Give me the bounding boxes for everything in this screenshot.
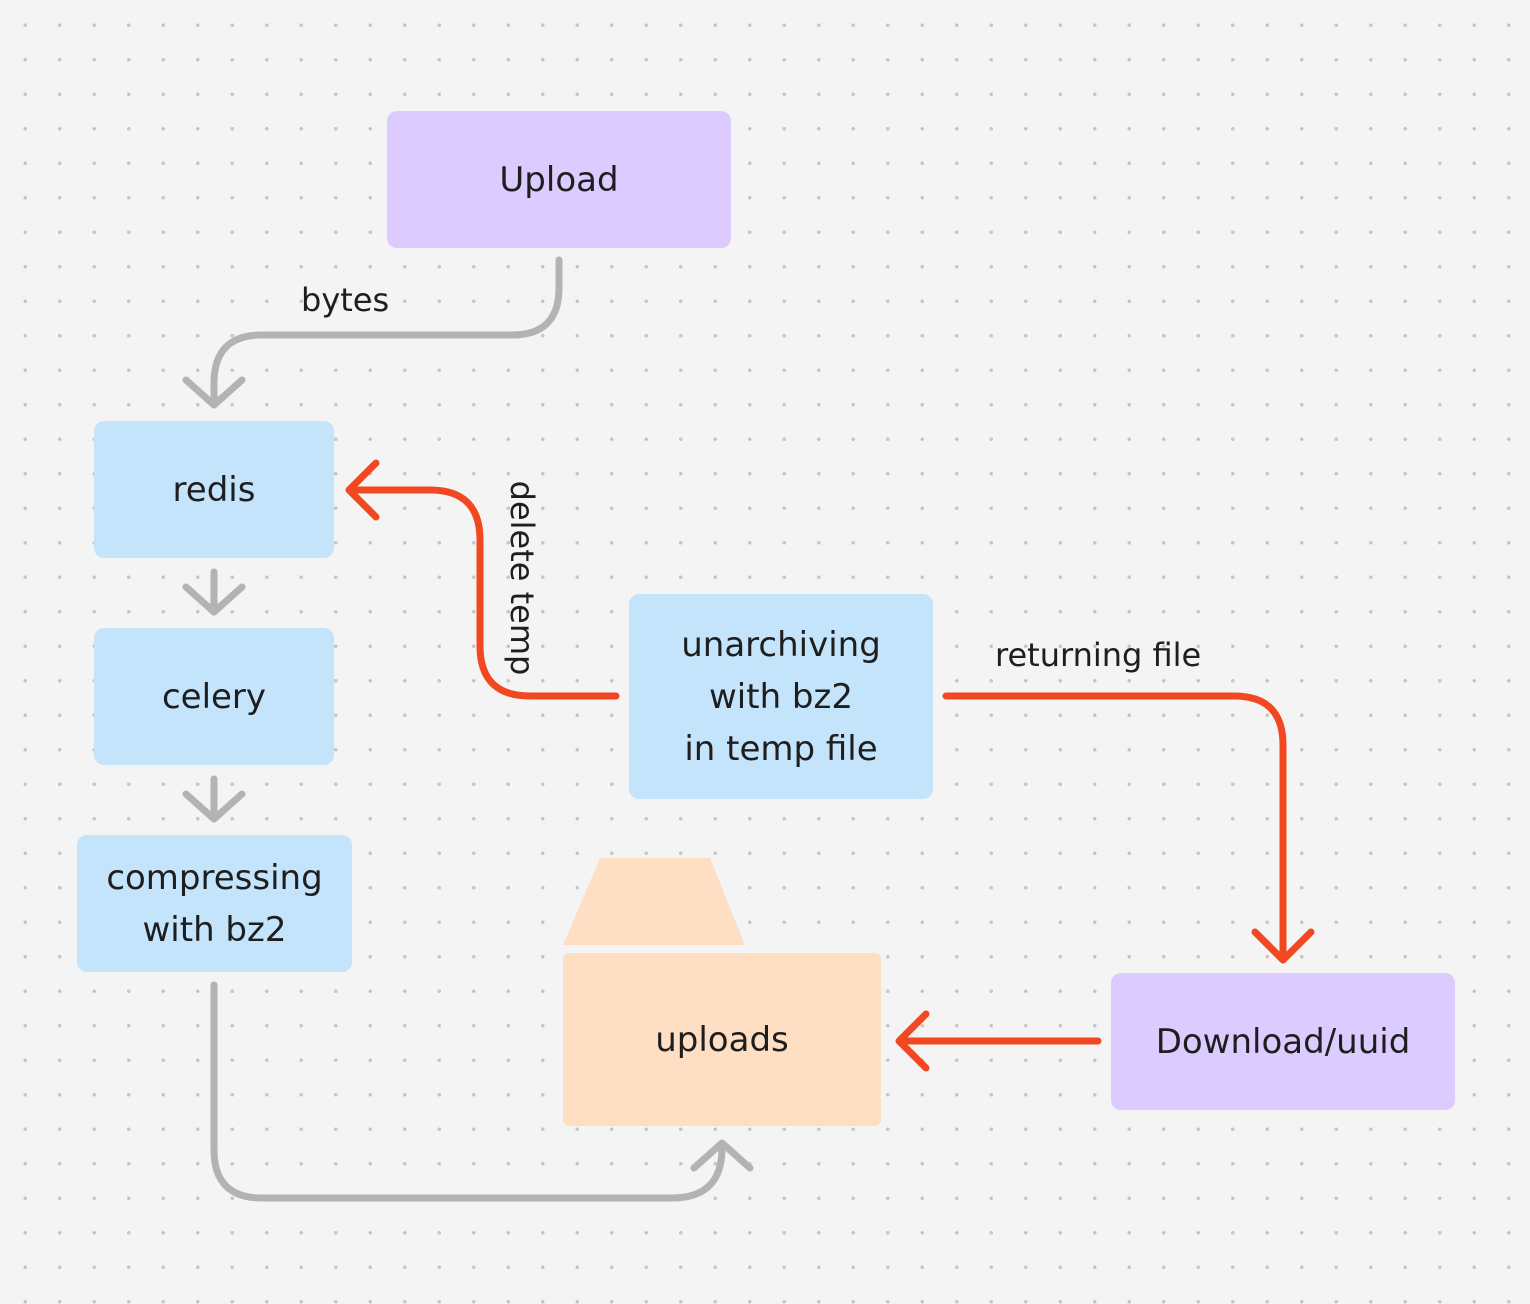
edge-label-returning-file: returning file: [995, 636, 1202, 674]
unarchiving-label-line-3: in temp file: [684, 728, 878, 769]
arrowhead-redis: [182, 376, 246, 409]
uploads-label: uploads: [655, 1019, 789, 1060]
download-label: Download/uuid: [1155, 1021, 1411, 1062]
unarchiving-label-line-1: unarchiving: [681, 624, 881, 665]
unarchiving-node[interactable]: unarchiving with bz2 in temp file: [629, 594, 933, 799]
upload-label: Upload: [499, 159, 619, 200]
arrow-unarchiving-to-redis: [346, 486, 620, 700]
arrowhead-uploads: [690, 1139, 754, 1172]
uploads-folder-node[interactable]: uploads: [563, 953, 881, 1126]
redis-label: redis: [172, 469, 256, 510]
folder-tab: [563, 858, 745, 945]
arrowhead-celery: [182, 583, 246, 616]
arrowhead-compressing: [182, 790, 246, 823]
arrowhead-download: [1251, 928, 1315, 964]
compressing-label-line-1: compressing: [106, 857, 323, 898]
unarchiving-label-line-2: with bz2: [708, 676, 853, 717]
edge-label-delete-temp: delete temp: [503, 480, 541, 676]
celery-node[interactable]: celery: [94, 628, 334, 765]
celery-label: celery: [161, 676, 267, 717]
edge-label-bytes: bytes: [301, 281, 390, 319]
arrow-unarchiving-to-download: [942, 692, 1287, 962]
upload-node[interactable]: Upload: [387, 111, 731, 248]
arrow-upload-to-redis: [210, 256, 563, 409]
compressing-label-line-2: with bz2: [142, 909, 287, 950]
arrowhead-redis-red: [345, 459, 380, 521]
arrowhead-uploads-red: [895, 1010, 930, 1072]
compressing-node[interactable]: compressing with bz2: [77, 835, 352, 972]
redis-node[interactable]: redis: [94, 421, 334, 558]
download-node[interactable]: Download/uuid: [1111, 973, 1455, 1110]
arrow-compressing-to-uploads: [210, 981, 726, 1202]
